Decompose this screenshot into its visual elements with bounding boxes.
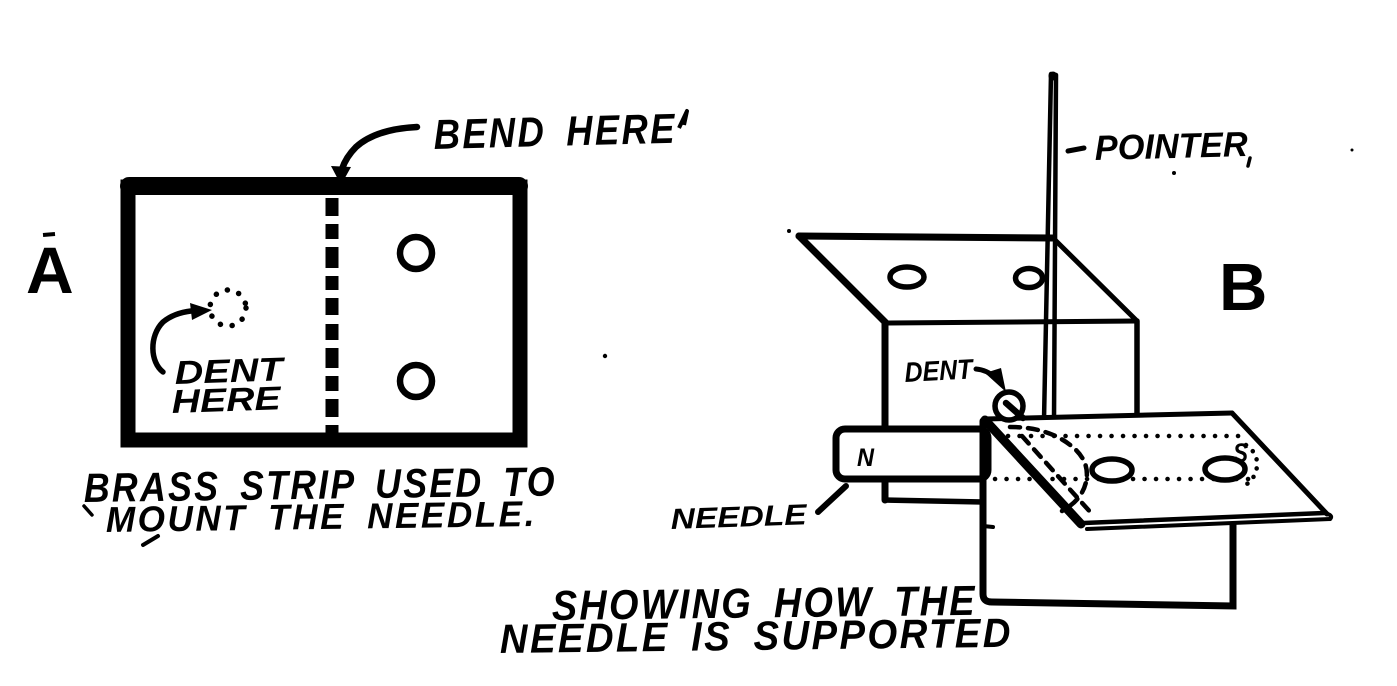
- svg-text:S: S: [1233, 438, 1248, 468]
- svg-text:SHOWING HOW THE: SHOWING HOW THE: [552, 577, 978, 629]
- svg-text:N: N: [857, 444, 875, 472]
- svg-text:BEND HERE: BEND HERE: [433, 105, 677, 158]
- svg-text:A: A: [26, 233, 74, 307]
- svg-text:NEEDLE: NEEDLE: [670, 499, 809, 536]
- svg-text:MOUNT THE NEEDLE.: MOUNT THE NEEDLE.: [106, 493, 538, 540]
- svg-text:B: B: [1219, 250, 1267, 325]
- svg-text:DENT: DENT: [904, 353, 976, 388]
- svg-text:POINTER: POINTER: [1094, 125, 1249, 168]
- svg-text:NEEDLE IS SUPPORTED: NEEDLE IS SUPPORTED: [500, 610, 1014, 662]
- svg-text:BRASS STRIP USED TO: BRASS STRIP USED TO: [83, 458, 557, 511]
- svg-text:DENT: DENT: [174, 350, 287, 391]
- svg-text:HERE: HERE: [171, 379, 282, 420]
